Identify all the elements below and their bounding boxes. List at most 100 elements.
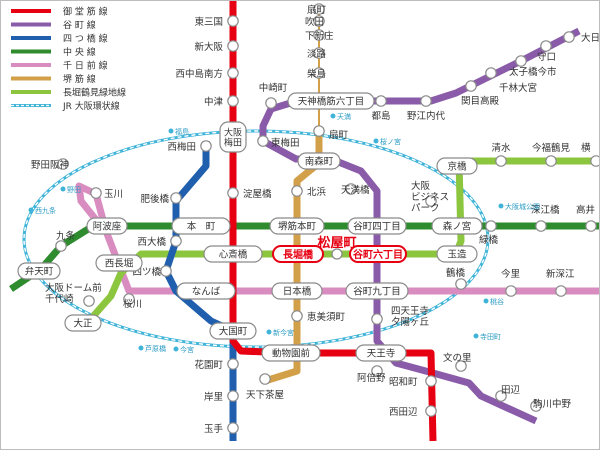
station-taishibashi[interactable]: 太子橋今市 [509,55,557,78]
interchange-marker[interactable] [95,254,143,272]
station-marker[interactable] [555,285,567,297]
jr-station-dot[interactable] [330,113,336,119]
station-ogimachi_top[interactable]: 吹田 [305,15,325,28]
station-higashimikuni[interactable]: 東三国 [194,15,239,28]
station-showacho[interactable]: 昭和町 [389,375,437,388]
station-nakatsu[interactable]: 中津 [204,95,239,108]
jr-station-tenma[interactable]: 天満 [330,113,352,121]
station-sekimedaikan[interactable]: 関目高殿 [461,80,500,107]
interchange-marker[interactable] [86,217,128,235]
interchange-marker[interactable] [431,217,483,235]
interchange-awaza[interactable]: 阿波座 [86,217,128,235]
interchange-marker[interactable] [269,217,325,235]
interchange-marker[interactable] [261,344,321,362]
interchange-sakaisujihonmachi[interactable]: 堺筋本町 [269,217,325,235]
station-marker[interactable] [345,183,357,195]
station-marker[interactable] [515,55,527,67]
interchange-nishinagahori[interactable]: 西長堀 [95,254,143,272]
interchange-minamimorimachi[interactable]: 南森町 [297,152,341,170]
station-nishiohashi[interactable]: 西大橋 [137,235,182,248]
station-kujo[interactable]: 九条 [55,230,76,252]
station-marker[interactable] [563,31,575,43]
interchange-marker[interactable] [203,245,263,263]
station-marker[interactable] [170,235,182,247]
interchange-tenjinbashi[interactable]: 天神橋筋六丁目 [287,92,375,110]
station-kishinosato[interactable]: 岸里 [204,390,239,403]
station-tamagawa[interactable]: 玉川 [90,187,123,200]
jr-station-sakuranomiya[interactable]: 桜ノ宮 [373,137,402,146]
station-kitasenri[interactable]: 下新庄 [305,29,334,42]
jr-station-dot[interactable] [266,329,272,335]
station-komagawa[interactable]: 駒川中野 [530,398,572,412]
jr-station-imamiya[interactable]: 今宮 [173,345,195,354]
interchange-marker[interactable] [355,344,407,362]
nagahoribashi-badge[interactable] [272,245,324,263]
jr-station-dot[interactable] [483,298,489,304]
station-marker[interactable] [227,95,239,107]
station-marker[interactable] [420,95,432,107]
station-marker[interactable] [425,405,437,417]
interchange-kyobashi[interactable]: 京橋 [436,157,478,175]
station-marker[interactable] [291,185,303,197]
interchange-marker[interactable] [297,152,341,170]
jr-station-fukushima[interactable]: 福島 [168,127,190,136]
jr-station-dot[interactable] [28,207,34,213]
station-marker[interactable] [227,40,239,52]
station-marker[interactable] [227,358,239,370]
interchange-dobutsuenmae[interactable]: 動物園前 [261,344,321,362]
station-marker[interactable] [259,373,271,385]
station-marker[interactable] [313,67,325,79]
station-tenmabashi[interactable]: 天満橋 [341,183,370,196]
station-marker[interactable] [530,400,542,412]
station-shinosaka[interactable]: 新大阪 [194,40,239,53]
station-imazato[interactable]: 今里 [501,268,520,297]
interchange-marker[interactable] [271,282,323,300]
jr-station-momodani[interactable]: 桃谷 [483,297,505,306]
station-higashiumeda[interactable]: 東梅田 [257,135,300,149]
jr-station-dot[interactable] [60,186,66,192]
station-dainichi[interactable]: 大日 [563,31,600,44]
interchange-marker[interactable] [64,314,102,332]
station-marker[interactable] [55,240,67,252]
jr-station-nishikujo[interactable]: 西九条 [28,206,57,215]
station-marker[interactable] [465,80,477,92]
interchange-marker[interactable] [347,217,407,235]
station-marker[interactable] [495,155,507,167]
jr-station-dot[interactable] [373,138,379,144]
jr-station-dot[interactable] [498,203,504,209]
interchange-tamatsukuri[interactable]: 玉造 [436,245,478,263]
station-abeno[interactable]: 阿倍野 [357,365,386,384]
interchange-marker[interactable] [17,262,61,280]
station-marker[interactable] [375,95,387,107]
station-kitahama[interactable]: 北浜 [291,185,327,198]
station-nishitanabe[interactable]: 西田辺 [389,405,437,418]
station-marker[interactable] [200,140,212,152]
interchange-tennoji[interactable]: 天王寺 [355,344,407,362]
station-mikuni[interactable]: 扇町 [307,3,327,16]
interchange-bentencho[interactable]: 弁天町 [17,262,61,280]
jr-station-dot[interactable] [473,333,479,339]
station-moriguchi[interactable]: 守口 [537,40,556,63]
station-marker[interactable] [313,15,325,27]
matsuyamachi-station[interactable] [331,248,343,260]
station-marker[interactable] [425,195,437,207]
station-marker[interactable] [540,40,552,52]
station-marker[interactable] [265,97,277,109]
station-marker[interactable] [590,155,600,167]
station-marker[interactable] [90,187,102,199]
jr-station-ashiharabashi[interactable]: 芦原橋 [138,344,167,353]
station-nakazakicho[interactable]: 中崎町 [259,82,288,109]
station-fukaebashi[interactable]: 深江橋 [531,204,560,232]
station-midoribashi[interactable]: 緑橋 [479,220,499,246]
station-takaida[interactable]: 高井 [576,204,597,232]
station-nishinakajima[interactable]: 西中島南方 [175,67,239,80]
station-yoko[interactable]: 横 [581,142,600,167]
station-ogimachi[interactable]: 扇町 [313,125,349,141]
interchange-morinomiya[interactable]: 森ノ宮 [431,217,483,235]
station-awaji[interactable]: 淡路 [307,47,327,60]
interchange-shinsaibashi[interactable]: 心斎橋 [203,245,263,263]
station-marker[interactable] [227,67,239,79]
station-hanazonocho[interactable]: 花園町 [194,358,239,371]
station-nonoeuchindai[interactable]: 野江内代 [407,95,446,122]
